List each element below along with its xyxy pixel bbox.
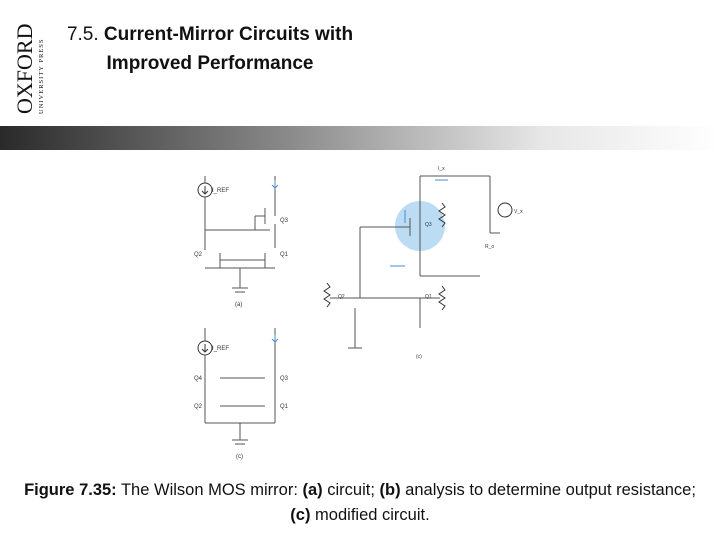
q1b-label: Q1 [425, 294, 432, 300]
caption-text-1: The Wilson MOS mirror: [116, 481, 303, 499]
figure-a-label: (a) [235, 302, 242, 308]
vx-label: V_x [514, 209, 523, 215]
circuit-figure: I_REF Q3 Q2 Q1 (a) Q3 Q2 Q1 R_o I_x V_x … [194, 166, 523, 460]
q3-label: Q3 [280, 218, 289, 224]
ix-label: I_x [438, 166, 445, 172]
oxford-logo-subtitle: UNIVERSITY PRESS [38, 38, 45, 114]
circuit-b: Q3 Q2 Q1 R_o I_x V_x (c) [323, 166, 523, 360]
q1-label: Q1 [280, 252, 289, 258]
slide-title-number: 7.5. [66, 24, 99, 45]
q2b-label: Q2 [338, 294, 345, 300]
figure-caption: Figure 7.35: The Wilson MOS mirror: (a) … [20, 478, 700, 528]
q4-label: Q4 [194, 376, 203, 382]
q2-label: Q2 [194, 252, 203, 258]
caption-text-3: analysis to determine output resistance; [400, 481, 696, 499]
caption-a: (a) [302, 481, 323, 499]
oxford-logo-wordmark: OXFORD [12, 24, 37, 114]
rout-label: R_o [485, 244, 494, 250]
title-gradient-bar [0, 126, 720, 150]
q3b-label: Q3 [425, 222, 432, 228]
q1c-label: Q1 [280, 404, 289, 410]
iref-a-label: I_REF [212, 188, 229, 194]
caption-lead: Figure 7.35: [24, 481, 117, 499]
caption-text-2: circuit; [322, 481, 380, 499]
iref-c-label: I_REF [212, 346, 229, 352]
figure-c-label: (c) [236, 454, 243, 460]
caption-text-4: modified circuit. [310, 506, 430, 524]
slide-title-text: Current-Mirror Circuits with Improved Pe… [103, 24, 354, 74]
figure-b-label: (c) [416, 354, 422, 360]
caption-c: (c) [290, 506, 311, 524]
circuit-c: I_REF Q4 Q3 Q2 Q1 (c) [194, 328, 289, 460]
caption-b: (b) [379, 481, 401, 499]
slide-title: 7.5. Current-Mirror Circuits with Improv… [60, 20, 360, 78]
q2c-label: Q2 [194, 404, 203, 410]
title-banner [0, 0, 720, 150]
q3c-label: Q3 [280, 376, 289, 382]
circuit-a: I_REF Q3 Q2 Q1 (a) [194, 176, 289, 308]
oxford-logo: OXFORD UNIVERSITY PRESS [12, 24, 45, 114]
